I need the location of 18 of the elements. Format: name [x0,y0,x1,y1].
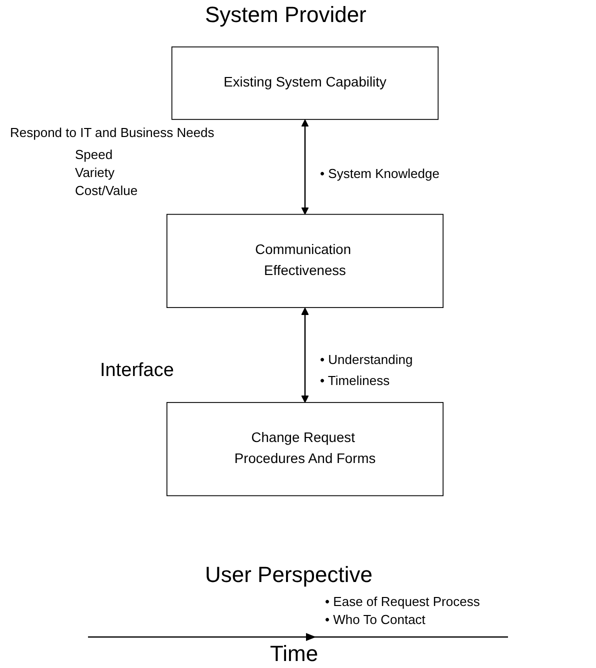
bullet-point: • Who To Contact [325,612,426,627]
node-box: Communication Effectiveness [166,214,444,308]
axis-label: Time [270,641,318,667]
bullet-point: • Understanding [320,352,413,367]
bullet-point: • Ease of Request Process [325,594,480,609]
section-label: Interface [100,360,174,382]
list-item: Cost/Value [75,183,138,198]
bullet-point: • System Knowledge [320,166,440,181]
node-box: Existing System Capability [171,46,439,120]
heading: System Provider [205,2,366,28]
arrow [301,119,309,215]
bullet-point: • Timeliness [320,373,390,388]
heading: User Perspective [205,562,373,588]
arrow [301,308,309,403]
node-box: Change Request Procedures And Forms [166,402,444,496]
note: Respond to IT and Business Needs [10,125,214,140]
list-item: Variety [75,165,114,180]
list-item: Speed [75,147,113,162]
